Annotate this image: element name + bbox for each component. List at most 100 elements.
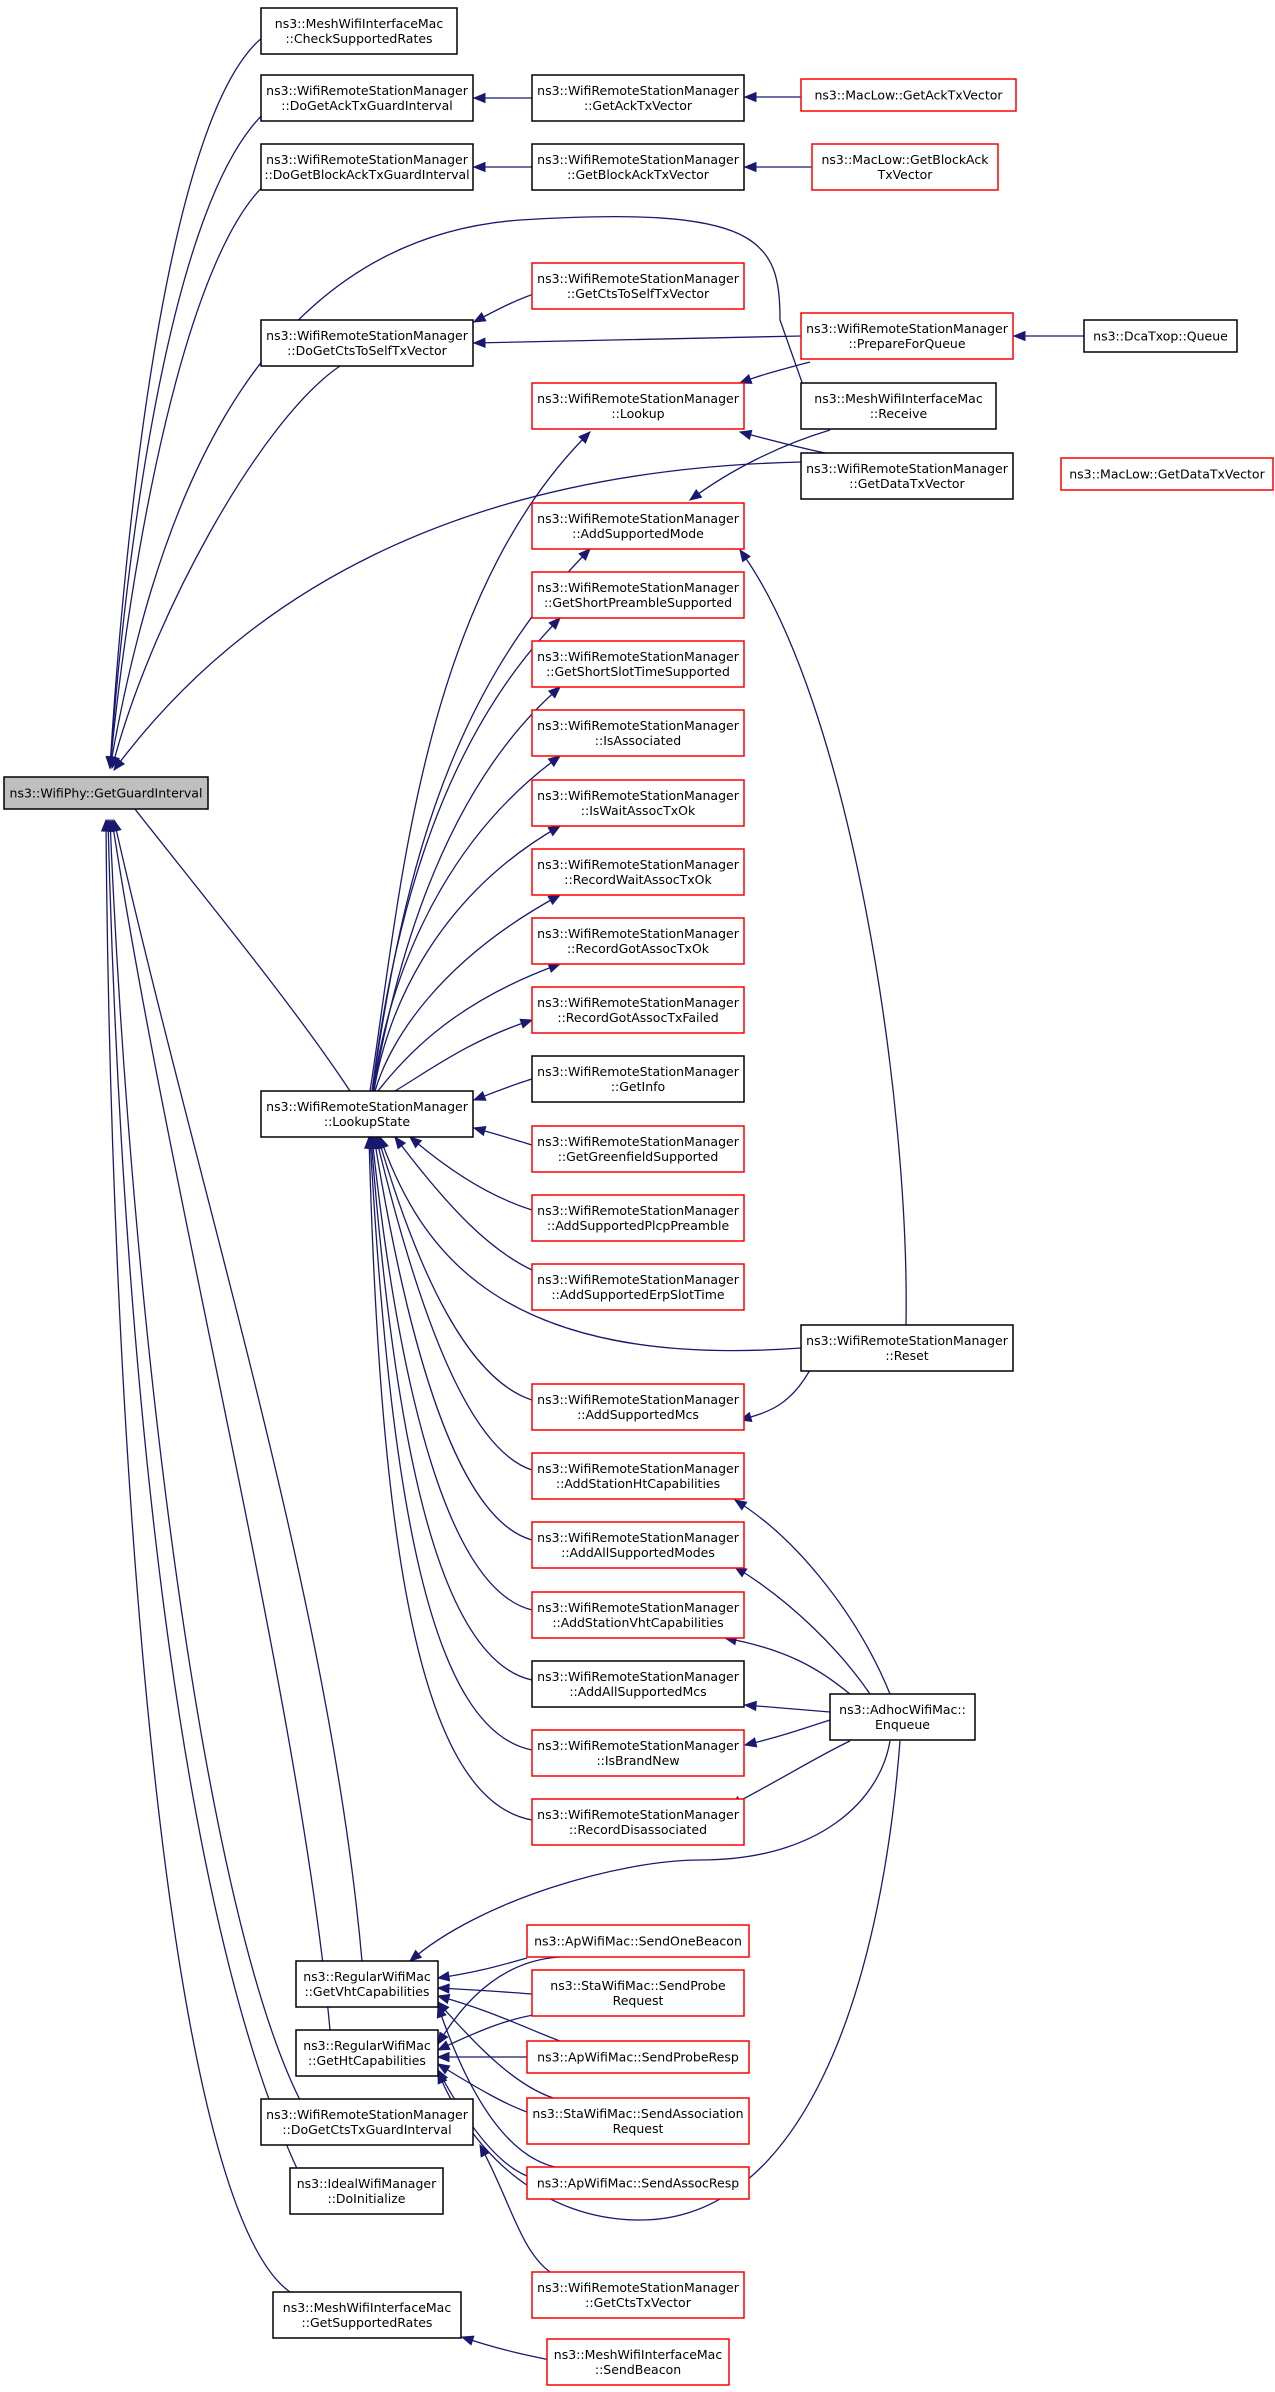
node-iwm-di[interactable]: ns3::IdealWifiManager::DoInitialize [289,2167,444,2215]
node-wrsm-ashtc[interactable]: ns3::WifiRemoteStationManager::AddStatio… [531,1452,745,1500]
edge-sta_spr-to-rwm_ghtc [436,2013,541,2051]
node-mwim-receive[interactable]: ns3::MeshWifiInterfaceMac::Receive [800,382,997,430]
node-wrsm-gssts[interactable]: ns3::WifiRemoteStationManager::GetShortS… [531,640,745,688]
edge-line [377,1136,533,1401]
node-label-line: ns3::WifiRemoteStationManager [537,926,740,941]
node-ap-sob[interactable]: ns3::ApWifiMac::SendOneBeacon [526,1924,750,1958]
node-wrsm-rgato[interactable]: ns3::WifiRemoteStationManager::RecordGot… [531,917,745,965]
node-adhoc-enqueue[interactable]: ns3::AdhocWifiMac::Enqueue [829,1693,976,1741]
node-mwim-gsr[interactable]: ns3::MeshWifiInterfaceMac::GetSupportedR… [272,2291,462,2339]
node-label-line: ::LookupState [324,1114,411,1129]
node-ml-gdtv[interactable]: ns3::MacLow::GetDataTxVector [1060,457,1274,491]
edge-arrowhead [738,429,753,441]
edge-mwim_receive-to-wrsm_pfq [738,361,811,384]
node-wrsm-gbatv[interactable]: ns3::WifiRemoteStationManager::GetBlockA… [531,143,745,191]
node-wrsm-gctv[interactable]: ns3::WifiRemoteStationManager::GetCtsTxV… [531,2271,745,2319]
node-wrsm-asvhtc[interactable]: ns3::WifiRemoteStationManager::AddStatio… [531,1591,745,1639]
node-rwm-ghtc[interactable]: ns3::RegularWifiMac::GetHtCapabilities [295,2029,439,2077]
node-label-line: ::SendBeacon [595,2362,681,2377]
node-wrsm-ia[interactable]: ns3::WifiRemoteStationManager::IsAssocia… [531,709,745,757]
node-mwim-sb[interactable]: ns3::MeshWifiInterfaceMac::SendBeacon [546,2338,730,2386]
node-wrsm-dgbatgi[interactable]: ns3::WifiRemoteStationManager::DoGetBloc… [260,143,474,191]
node-root[interactable]: ns3::WifiPhy::GetGuardInterval [3,776,209,810]
node-wrsm-ibn[interactable]: ns3::WifiRemoteStationManager::IsBrandNe… [531,1729,745,1777]
edge-line [437,1995,561,2042]
edge-wrsm_aspp-to-wrsm_ls [408,1136,533,1211]
node-wrsm-aasmcs[interactable]: ns3::WifiRemoteStationManager::AddAllSup… [531,1660,745,1708]
node-box [260,74,474,122]
node-box [526,2166,750,2200]
edge-line [373,825,561,1092]
node-wrsm-iwato[interactable]: ns3::WifiRemoteStationManager::IsWaitAss… [531,779,745,827]
edge-line [377,963,561,1092]
edge-arrowhead [578,548,591,561]
edge-line [744,1719,831,1746]
node-wrsm-asm[interactable]: ns3::WifiRemoteStationManager::AddSuppor… [531,502,745,550]
node-label-line: ns3::WifiRemoteStationManager [537,83,740,98]
node-rwm-gvhtc[interactable]: ns3::RegularWifiMac::GetVhtCapabilities [295,1960,439,2008]
edge-line [437,1987,533,1995]
node-label-line: ns3::AdhocWifiMac:: [839,1702,966,1717]
node-wrsm-rwato[interactable]: ns3::WifiRemoteStationManager::RecordWai… [531,848,745,896]
edge-line [369,1136,533,1751]
node-wrsm-gatv[interactable]: ns3::WifiRemoteStationManager::GetAckTxV… [531,74,745,122]
node-wrsm-aasm[interactable]: ns3::WifiRemoteStationManager::AddAllSup… [531,1521,745,1569]
node-wrsm-rgatf[interactable]: ns3::WifiRemoteStationManager::RecordGot… [531,986,745,1034]
node-wrsm-asest[interactable]: ns3::WifiRemoteStationManager::AddSuppor… [531,1263,745,1311]
node-label-line: ns3::WifiRemoteStationManager [537,1134,740,1149]
node-wrsm-reset[interactable]: ns3::WifiRemoteStationManager::Reset [800,1324,1014,1372]
node-wrsm-gsps[interactable]: ns3::WifiRemoteStationManager::GetShortP… [531,571,745,619]
node-box [811,143,999,191]
edge-arrowhead [460,2335,475,2346]
node-dcatxop-q[interactable]: ns3::DcaTxop::Queue [1083,319,1238,353]
node-box [531,74,745,122]
node-wrsm-aspp[interactable]: ns3::WifiRemoteStationManager::AddSuppor… [531,1194,745,1242]
node-label-line: ::GetCtsToSelfTxVector [567,286,710,301]
node-wrsm-ls[interactable]: ns3::WifiRemoteStationManager::LookupSta… [260,1090,474,1138]
edge-line [113,461,802,771]
node-wrsm-gdtv[interactable]: ns3::WifiRemoteStationManager::GetDataTx… [800,452,1014,500]
node-box [800,312,1014,360]
node-mwim-csr[interactable]: ns3::MeshWifiInterfaceMac::CheckSupporte… [260,7,458,55]
node-box [800,1324,1014,1372]
node-wrsm-ggs[interactable]: ns3::WifiRemoteStationManager::GetGreenf… [531,1125,745,1173]
edge-line [734,1566,871,1695]
edge-line [107,819,301,2176]
edge-line [109,31,271,769]
node-label-line: ns3::WifiRemoteStationManager [266,152,469,167]
node-label-line: ns3::WifiRemoteStationManager [537,1669,740,1684]
edge-line [437,1956,561,2045]
node-wrsm-dgatgi[interactable]: ns3::WifiRemoteStationManager::DoGetAckT… [260,74,474,122]
edge-wrsm_asmcs-to-wrsm_ls [376,1135,533,1401]
node-ml-gatv[interactable]: ns3::MacLow::GetAckTxVector [800,78,1017,112]
node-wrsm-gi[interactable]: ns3::WifiRemoteStationManager::GetInfo [531,1055,745,1103]
node-box [531,1194,745,1242]
node-label-line: ::DoGetCtsToSelfTxVector [287,343,447,358]
node-wrsm-gctstv[interactable]: ns3::WifiRemoteStationManager::GetCtsToS… [531,262,745,310]
node-label-line: ::DoGetCtsTxGuardInterval [282,2122,451,2137]
node-wrsm-pfq[interactable]: ns3::WifiRemoteStationManager::PrepareFo… [800,312,1014,360]
edge-line [739,549,907,1326]
node-wrsm-lookup[interactable]: ns3::WifiRemoteStationManager::Lookup [531,382,745,430]
node-wrsm-rd[interactable]: ns3::WifiRemoteStationManager::RecordDis… [531,1798,745,1846]
edge-arrowhead [472,161,486,173]
node-ap-sarsp[interactable]: ns3::ApWifiMac::SendAssocResp [526,2166,750,2200]
node-ap-sprsp[interactable]: ns3::ApWifiMac::SendProbeResp [526,2040,750,2074]
edge-rwm_gvhtc-to-root [111,818,363,1962]
edge-wrsm_dgctgi-to-root [105,818,301,2101]
node-label-line: ns3::MacLow::GetBlockAck [821,152,989,167]
edge-wrsm_dgctstv-to-root [109,365,341,770]
edge-wrsm_gatv-to-wrsm_dgatgi [472,92,532,104]
node-wrsm-asmcs[interactable]: ns3::WifiRemoteStationManager::AddSuppor… [531,1383,745,1431]
node-label-line: ::GetGreenfieldSupported [558,1149,719,1164]
node-wrsm-dgctgi[interactable]: ns3::WifiRemoteStationManager::DoGetCtsT… [260,2098,474,2146]
node-box [531,1798,745,1846]
edge-arrowhead [472,92,486,104]
edge-arrowhead [436,2063,451,2075]
node-wrsm-dgctstv[interactable]: ns3::WifiRemoteStationManager::DoGetCtsT… [260,319,474,367]
edge-ml_gatv-to-wrsm_gatv [743,91,801,103]
node-label-line: ::AddSupportedMode [572,526,704,541]
node-ml-gbatv[interactable]: ns3::MacLow::GetBlockAckTxVector [811,143,999,191]
